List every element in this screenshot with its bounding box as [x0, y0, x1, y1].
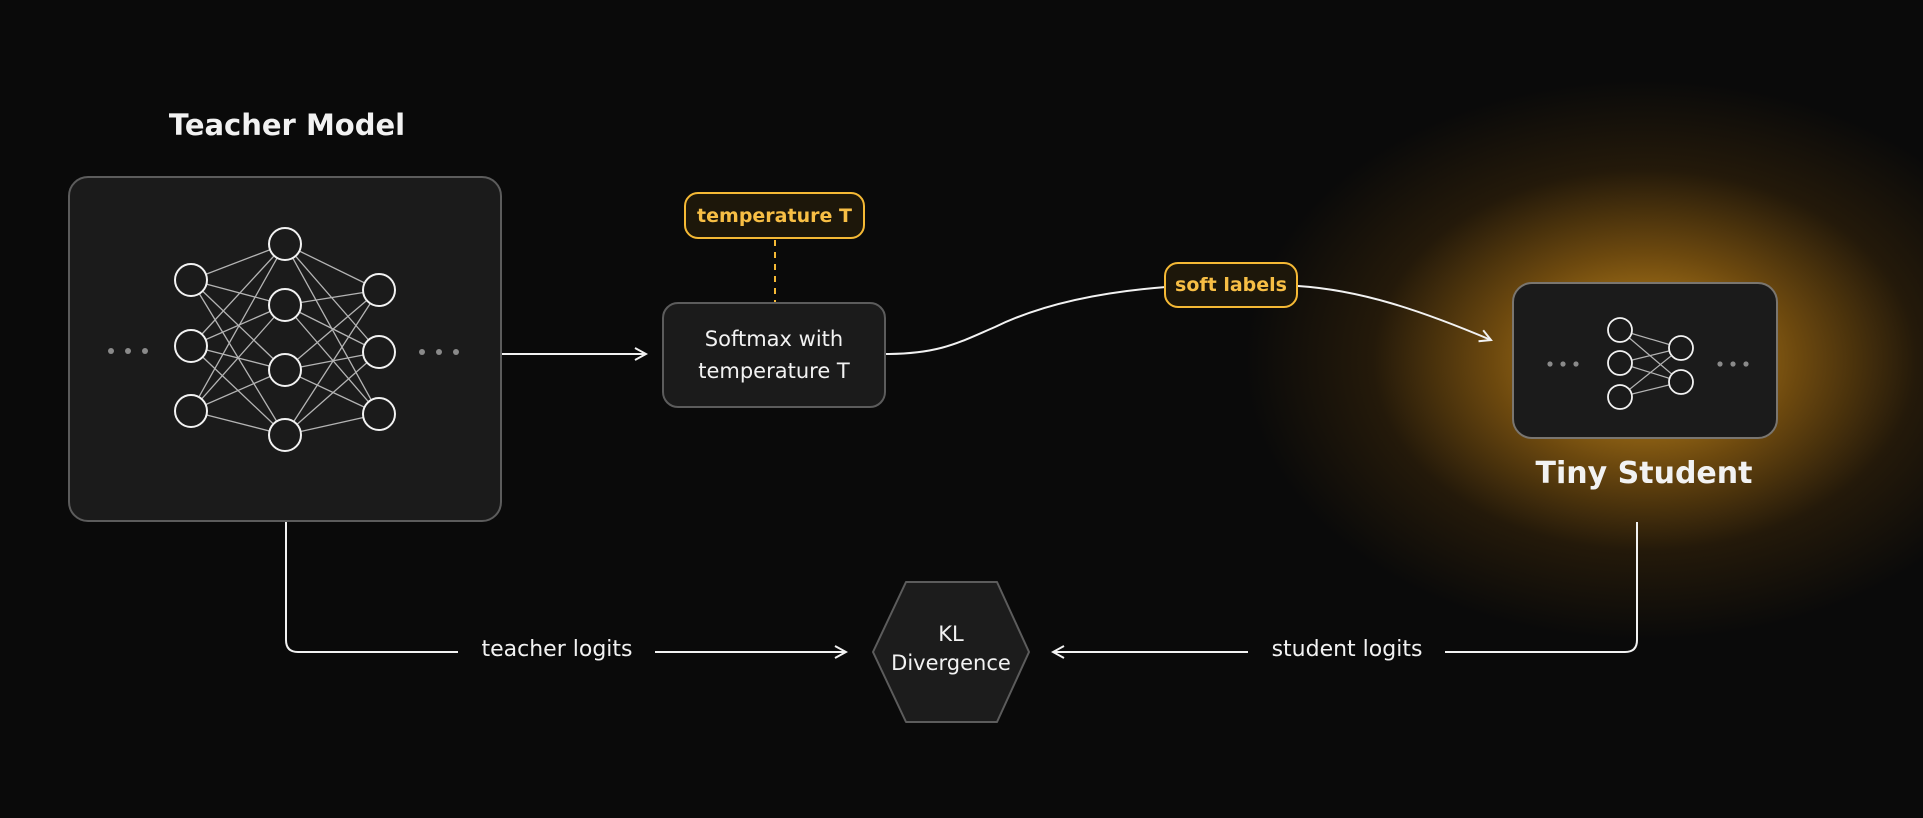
teacher-dots — [108, 348, 459, 355]
teacher-network-edges — [190, 243, 380, 436]
softmax-label-line1: Softmax with — [704, 327, 844, 351]
softmax-box: Softmax with temperature T — [662, 302, 886, 408]
teacher-model-title: Teacher Model — [168, 108, 406, 142]
student-model-box — [1512, 282, 1778, 439]
student-logits-connector — [1445, 522, 1638, 653]
soft-labels-tag: soft labels — [1164, 262, 1298, 308]
teacher-logits-label: teacher logits — [481, 637, 633, 662]
kl-divergence-label: KL Divergence — [872, 620, 1030, 678]
kl-label-line2: Divergence — [891, 651, 1011, 675]
student-dots — [1547, 361, 1749, 367]
tiny-student-title: Tiny Student — [1535, 456, 1753, 491]
teacher-logits-connector — [285, 522, 458, 653]
softmax-to-student-arrow — [885, 285, 1491, 355]
temperature-tag: temperature T — [684, 192, 865, 239]
kl-hexagon-shape — [872, 581, 1030, 723]
student-logits-label: student logits — [1271, 637, 1423, 662]
student-nodes — [1607, 317, 1694, 410]
kl-label-line1: KL — [938, 622, 964, 646]
teacher-nodes — [174, 227, 396, 452]
softmax-label-line2: temperature T — [698, 359, 850, 383]
